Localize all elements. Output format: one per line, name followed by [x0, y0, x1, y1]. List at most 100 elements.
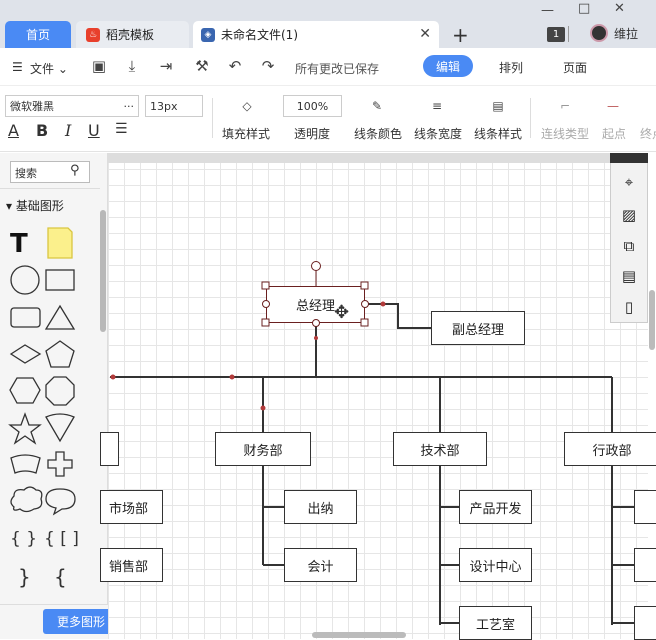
tab-document-label: 未命名文件(1)	[221, 28, 298, 42]
opacity-input[interactable]: 100%	[283, 95, 342, 117]
font-size-select[interactable]: 13px	[145, 95, 203, 117]
cross-shape-icon	[47, 451, 73, 477]
page-tab[interactable]: 页面	[563, 61, 588, 75]
align-icon[interactable]: ☰	[115, 121, 128, 137]
line-style-icon[interactable]: ▤	[492, 99, 504, 113]
save-icon[interactable]: ▣	[91, 57, 107, 75]
node-admin[interactable]: 行政部	[564, 432, 656, 466]
callout-shape-icon	[45, 413, 75, 443]
navigator-icon[interactable]: ⌖	[624, 173, 634, 191]
page-icon[interactable]: ▯	[624, 298, 634, 316]
line-start-label[interactable]: 起点	[602, 127, 627, 141]
export-icon[interactable]: ⇥	[159, 57, 173, 75]
maximize-icon[interactable]: □	[578, 1, 591, 16]
line-color-label[interactable]: 线条颜色	[354, 127, 403, 141]
node-admin-child[interactable]	[634, 490, 656, 524]
node-tech[interactable]: 技术部	[393, 432, 487, 466]
save-status: 所有更改已保存	[295, 62, 380, 76]
node-admin-child[interactable]	[634, 548, 656, 582]
pages-icon[interactable]: ▤	[621, 267, 637, 285]
node-tech-label: 技术部	[420, 443, 460, 459]
bold-button[interactable]: B	[36, 121, 49, 140]
tab-document[interactable]: ◈ 未命名文件(1) ✕	[193, 21, 439, 48]
octagon-shape-icon	[45, 376, 75, 406]
selection-handles[interactable]: ✥	[258, 258, 374, 334]
resize-canvas-icon[interactable]: ⧉	[623, 237, 635, 255]
file-menu[interactable]: 文件 ⌄	[30, 62, 68, 76]
node-market[interactable]: 市场部	[100, 490, 163, 524]
more-icon: ···	[123, 99, 135, 113]
fill-style-label[interactable]: 填充样式	[222, 127, 271, 141]
font-color-icon[interactable]: A	[8, 121, 19, 140]
arrange-tab[interactable]: 排列	[499, 61, 524, 75]
connector-type-label[interactable]: 连线类型	[541, 127, 590, 141]
close-tab-icon[interactable]: ✕	[419, 26, 431, 42]
line-width-icon[interactable]: ≡	[431, 99, 443, 113]
node-admin-child[interactable]	[634, 606, 656, 640]
connector-admin-children	[611, 466, 634, 625]
node-finance-label: 财务部	[243, 443, 283, 459]
diamond-shape-icon	[9, 344, 42, 364]
node-design[interactable]: 设计中心	[459, 548, 532, 582]
file-menu-label: 文件	[30, 62, 55, 76]
pen-icon[interactable]: ✎	[371, 99, 383, 113]
speech-bubble-icon	[45, 488, 76, 516]
underline-button[interactable]: U	[88, 121, 100, 140]
line-end-label[interactable]: 终点	[640, 127, 656, 141]
node-sales[interactable]: 销售部	[100, 548, 163, 582]
formula-icon[interactable]: ▨	[621, 206, 637, 224]
tab-templates[interactable]: ♨ 稻壳模板	[76, 21, 189, 48]
undo-icon[interactable]: ↶	[228, 57, 242, 75]
search-input[interactable]: 搜索	[10, 161, 90, 183]
new-tab-button[interactable]: +	[452, 23, 469, 47]
node-sales-label: 销售部	[108, 559, 148, 575]
connector-finance-children	[262, 466, 284, 566]
line-style-label[interactable]: 线条样式	[474, 127, 523, 141]
waypoint-handle	[380, 301, 386, 307]
minimize-icon[interactable]: —	[541, 3, 554, 18]
node-product[interactable]: 产品开发	[459, 490, 532, 524]
node-partial[interactable]	[100, 432, 119, 466]
diagram-canvas[interactable]	[108, 153, 648, 639]
line-start-icon[interactable]: —	[607, 99, 619, 113]
canvas-horizontal-scrollbar[interactable]	[312, 632, 406, 638]
fill-bucket-icon[interactable]: ◇	[242, 99, 252, 113]
user-name[interactable]: 维拉	[614, 27, 639, 41]
connector-tech-children	[439, 466, 459, 625]
download-icon[interactable]: ⤓	[128, 57, 136, 75]
tab-home[interactable]: 首页	[5, 21, 71, 48]
waypoint-handle	[229, 374, 235, 380]
avatar[interactable]	[590, 24, 608, 42]
close-window-icon[interactable]: ✕	[614, 1, 625, 16]
node-accounting[interactable]: 会计	[284, 548, 357, 582]
node-studio[interactable]: 工艺室	[459, 606, 532, 640]
line-width-label[interactable]: 线条宽度	[414, 127, 463, 141]
menu-bar	[0, 48, 656, 86]
circle-shape-icon	[10, 265, 40, 295]
opacity-value: 100%	[296, 99, 329, 113]
format-painter-icon[interactable]: ⚒	[195, 57, 209, 75]
font-family-select[interactable]: 微软雅黑···	[5, 95, 139, 117]
node-finance[interactable]: 财务部	[215, 432, 311, 466]
left-brace-shape-icon: {	[54, 565, 67, 589]
search-icon[interactable]: ⚲	[70, 163, 80, 178]
edit-tab-button[interactable]: 编辑	[423, 55, 473, 77]
shape-palette[interactable]: T { } { [ ] } {	[0, 222, 100, 608]
node-accounting-label: 会计	[307, 559, 334, 575]
canvas-vertical-scrollbar[interactable]	[649, 290, 655, 350]
node-cashier[interactable]: 出纳	[284, 490, 357, 524]
sidebar-scrollbar[interactable]	[100, 210, 106, 332]
italic-button[interactable]: I	[65, 121, 72, 140]
redo-icon[interactable]: ↷	[261, 57, 275, 75]
daoke-logo-icon: ♨	[86, 27, 100, 42]
more-shapes-button[interactable]: 更多图形	[43, 609, 119, 634]
connector-type-icon[interactable]: ⌐	[559, 99, 571, 113]
window-count-badge[interactable]: 1	[547, 27, 565, 42]
node-vp-label: 副总经理	[451, 322, 504, 338]
hexagon-shape-icon	[9, 377, 41, 404]
node-vp[interactable]: 副总经理	[431, 311, 525, 345]
hamburger-icon[interactable]: ☰	[12, 60, 23, 74]
basic-shapes-header[interactable]: ▾ 基础图形	[6, 199, 64, 213]
pentagon-shape-icon	[45, 340, 75, 368]
